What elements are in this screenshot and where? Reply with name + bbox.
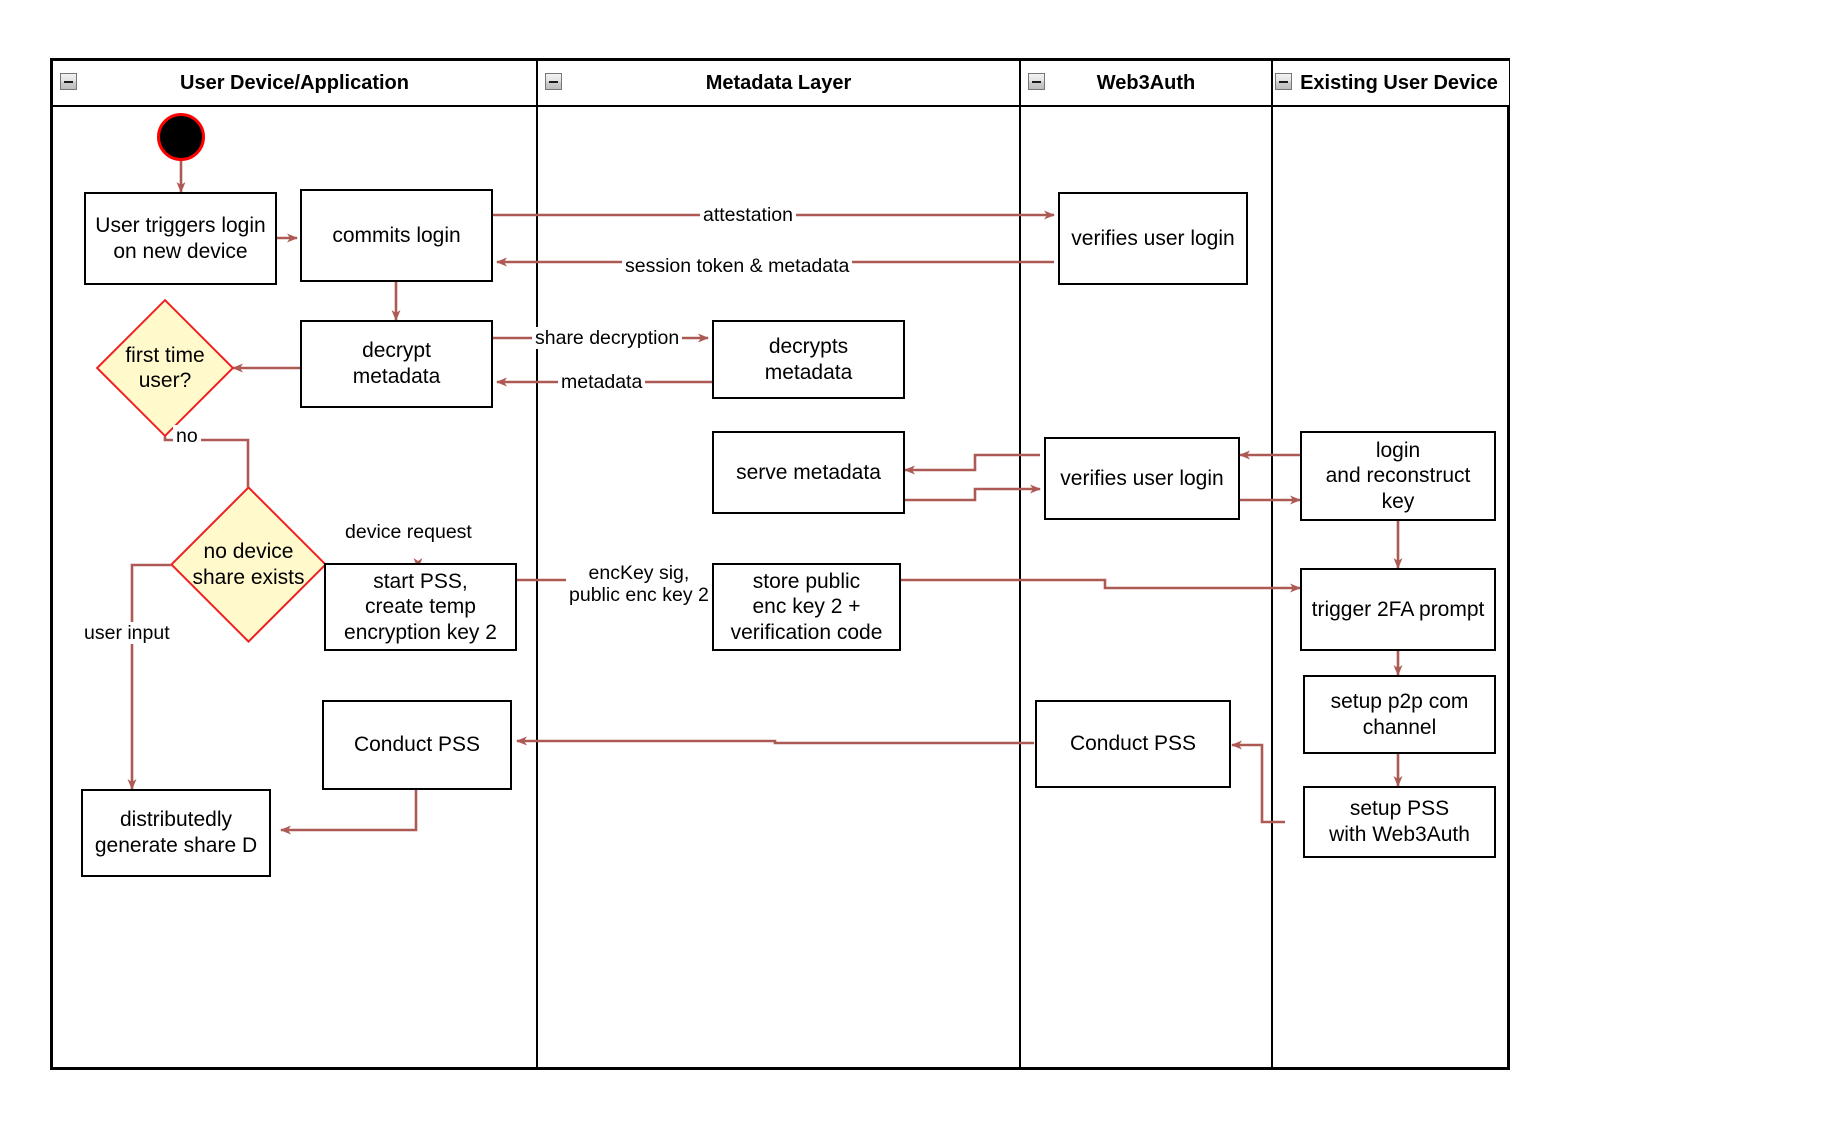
lane-header-metadata-layer[interactable]: Metadata Layer [538,61,1021,107]
lane-title-metadata-layer: Metadata Layer [705,71,852,94]
node-first-time-user[interactable]: first time user? [89,298,241,438]
node-verifies-user-login-2[interactable]: verifies user login [1044,437,1240,520]
node-no-device-share-exists-label: no device share exists [192,540,305,589]
edge-label-metadata: metadata [558,371,646,394]
node-conduct-pss-user[interactable]: Conduct PSS [322,700,512,790]
node-decrypt-metadata[interactable]: decrypt metadata [300,320,493,408]
edge-label-device-request: device request [342,521,475,544]
collapse-minus-icon[interactable] [60,73,77,90]
node-no-device-share-exists[interactable]: no device share exists [170,486,327,643]
node-store-public-enc-key-2[interactable]: store public enc key 2 + verification co… [712,563,901,651]
node-decrypts-metadata[interactable]: decrypts metadata [712,320,905,399]
collapse-minus-icon[interactable] [1275,73,1292,90]
node-start-pss-create-temp-key[interactable]: start PSS, create temp encryption key 2 [324,563,517,651]
lane-title-user-device: User Device/Application [180,71,409,94]
lane-title-existing-user-device: Existing User Device [1300,71,1498,94]
collapse-minus-icon[interactable] [545,73,562,90]
edge-label-user-input: user input [81,622,173,645]
collapse-minus-icon[interactable] [1028,73,1045,90]
node-setup-p2p-com-channel[interactable]: setup p2p com channel [1303,675,1496,754]
lane-header-web3auth[interactable]: Web3Auth [1021,61,1273,107]
start-node [157,113,205,161]
node-login-and-reconstruct-key[interactable]: login and reconstruct key [1300,431,1496,521]
lane-title-web3auth: Web3Auth [1096,71,1196,94]
node-verifies-user-login-1[interactable]: verifies user login [1058,192,1248,285]
node-user-triggers-login[interactable]: User triggers login on new device [84,192,277,285]
edge-label-attestation: attestation [700,204,796,227]
node-conduct-pss-web3auth[interactable]: Conduct PSS [1035,700,1231,788]
edge-label-enckey-sig-public-enc-key-2: encKey sig, public enc key 2 [566,562,712,607]
node-distributedly-generate-share-d[interactable]: distributedly generate share D [81,789,271,877]
node-commits-login[interactable]: commits login [300,189,493,282]
edge-label-share-decryption: share decryption [532,327,683,350]
node-first-time-user-label: first time user? [125,343,205,392]
lane-header-existing-user-device[interactable]: Existing User Device [1273,61,1509,107]
lane-body-user-device [53,107,538,1067]
node-trigger-2fa-prompt[interactable]: trigger 2FA prompt [1300,568,1496,651]
node-setup-pss-with-web3auth[interactable]: setup PSS with Web3Auth [1303,786,1496,858]
lane-header-user-device[interactable]: User Device/Application [53,61,538,107]
edge-label-session-token-metadata: session token & metadata [622,255,853,278]
node-serve-metadata[interactable]: serve metadata [712,431,905,514]
edge-label-no: no [173,425,201,448]
